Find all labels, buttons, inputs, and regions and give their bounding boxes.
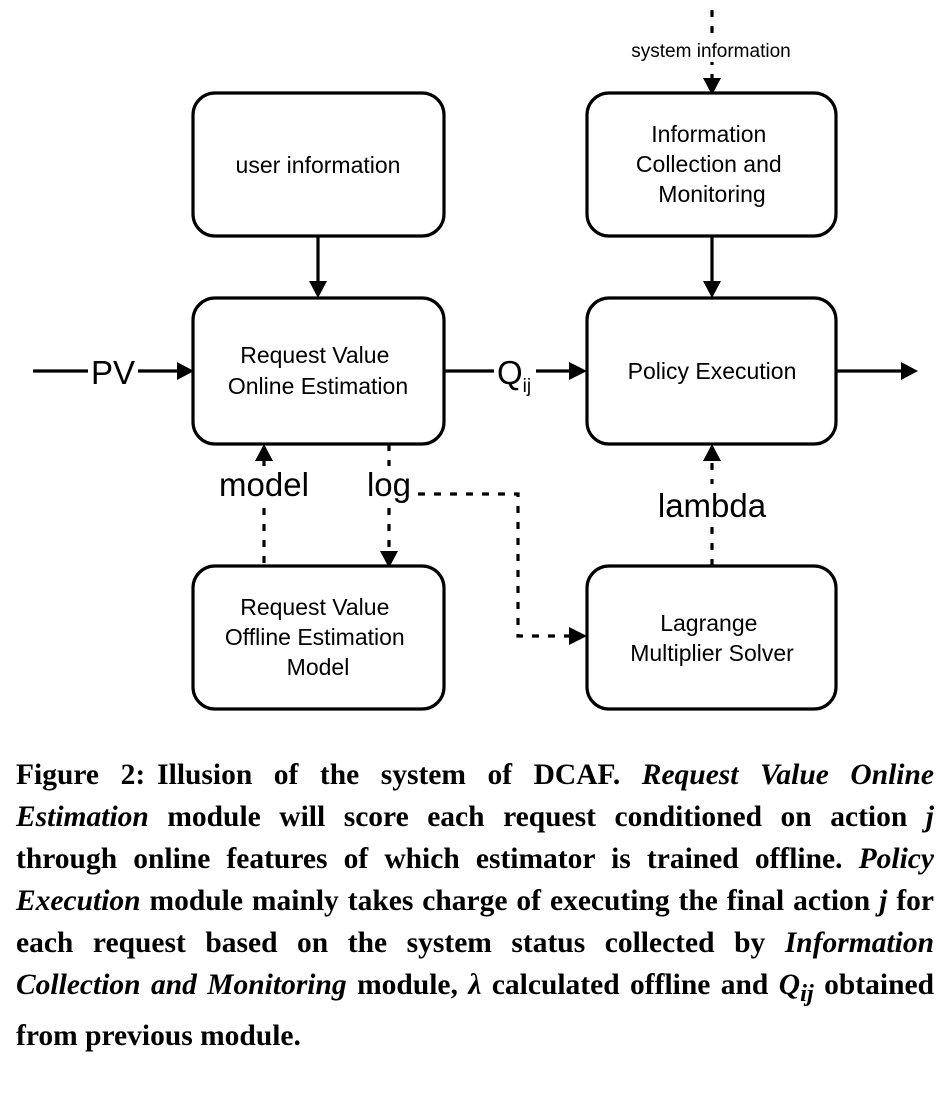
- caption-text: module,: [346, 969, 469, 1001]
- arrowhead-system-info: [703, 78, 721, 95]
- caption-text: module mainly takes charge of executing …: [140, 885, 880, 917]
- edge-label-log: log: [367, 466, 411, 503]
- label-info-collection: Information Collection and Monitoring: [636, 121, 788, 207]
- caption-emphasis-online-estimation: Request Value Online Estimation: [16, 759, 934, 833]
- caption-text: calculated offline and: [481, 969, 779, 1001]
- figure-caption: Figure 2: Illusion of the system of DCAF.…: [16, 754, 934, 1057]
- box-info-collection: [585, 91, 838, 238]
- label-user-information: user information: [236, 152, 401, 178]
- caption-text: through online features of which estimat…: [16, 843, 859, 875]
- figure-number: Figure 2:: [16, 759, 146, 791]
- box-offline-model: [191, 564, 446, 711]
- edge-label-pv: PV: [91, 354, 135, 391]
- arrowhead-user-to-online: [309, 281, 327, 298]
- arrowhead-output: [901, 362, 918, 380]
- caption-text: Illusion of the system of DCAF.: [157, 759, 642, 791]
- arrowhead-pv: [177, 362, 194, 380]
- box-online-estimation: [191, 296, 446, 446]
- caption-var-j: j: [925, 801, 934, 833]
- label-offline-model: Request Value Offline Estimation Model: [225, 594, 411, 680]
- edge-label-lambda: lambda: [658, 487, 767, 524]
- system-diagram: user information Information Collection …: [33, 10, 918, 711]
- arrowhead-lambda: [703, 444, 721, 461]
- caption-text: module will score each request condition…: [148, 801, 926, 833]
- label-policy-execution: Policy Execution: [628, 358, 797, 384]
- box-user-information: [191, 91, 446, 238]
- box-policy-execution: [585, 296, 838, 446]
- edge-label-system-information: system information: [631, 41, 790, 62]
- caption-emphasis-info-collection: Information Collection and Monitoring: [16, 927, 934, 1001]
- arrowhead-log-down: [380, 551, 398, 568]
- arrowhead-q: [569, 362, 587, 380]
- caption-var-j: j: [879, 885, 888, 917]
- caption-emphasis-policy-execution: Policy Execution: [16, 843, 934, 917]
- caption-var-q-subscript: ij: [800, 979, 814, 1007]
- edge-label-q: Qij: [497, 354, 531, 397]
- edge-label-model: model: [219, 466, 309, 503]
- arrowhead-log-to-lagrange: [569, 627, 587, 645]
- label-lagrange-solver: Lagrange Multiplier Solver: [630, 610, 794, 666]
- arrowhead-info-to-policy: [703, 281, 721, 298]
- edge-log-to-lagrange: [418, 492, 572, 638]
- arrowhead-model: [255, 444, 273, 461]
- label-online-estimation: Request Value Online Estimation: [228, 342, 408, 399]
- caption-text: for each request based on the system sta…: [16, 885, 934, 959]
- box-lagrange-solver: [585, 564, 838, 711]
- caption-var-q: Q: [778, 969, 801, 1001]
- caption-text: obtained from previous module.: [16, 969, 934, 1052]
- caption-var-lambda: λ: [468, 969, 482, 1001]
